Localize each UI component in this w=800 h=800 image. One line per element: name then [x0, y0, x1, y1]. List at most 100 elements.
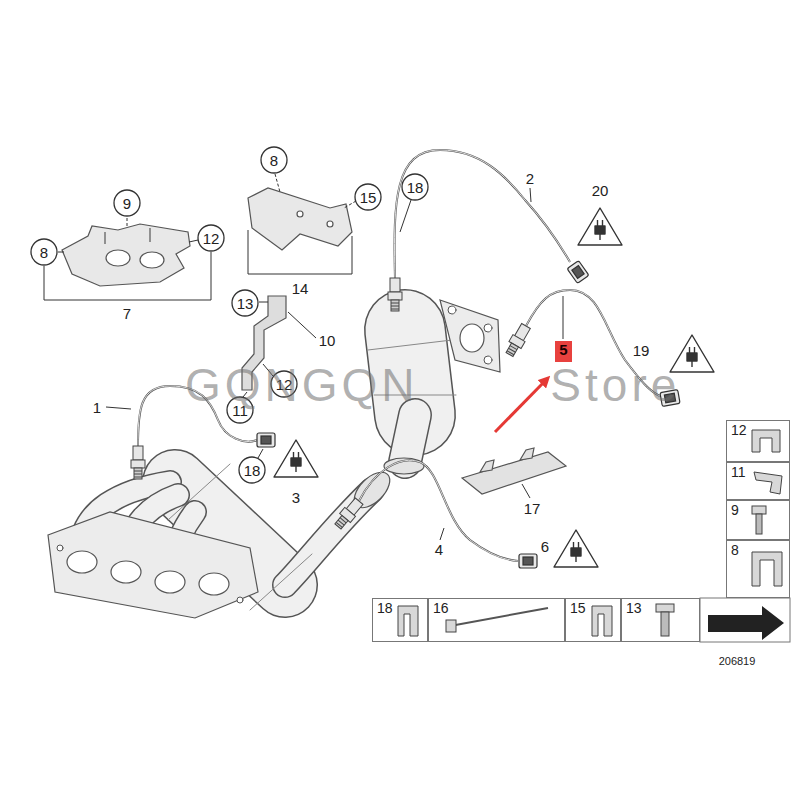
catalytic-converter	[405, 415, 415, 462]
leader-line	[44, 252, 211, 300]
catalytic-converter	[368, 340, 452, 350]
part-icon	[446, 620, 456, 632]
part-icon	[752, 430, 780, 452]
oxygen-sensor	[506, 343, 518, 357]
sensor-wire	[138, 150, 660, 561]
callout-number: 9	[123, 196, 131, 211]
part-cell: 16	[428, 598, 565, 642]
callout-number: 9	[731, 503, 785, 518]
plug-connector	[660, 390, 680, 407]
connector-warning-symbol	[575, 556, 576, 562]
part-icon	[661, 612, 669, 636]
part-icon	[450, 608, 548, 626]
connector-warning-symbol	[694, 347, 695, 353]
exhaust-manifold	[67, 551, 97, 573]
heat-shield	[327, 221, 333, 227]
oxygen-sensor	[503, 322, 532, 358]
callout-number: 11	[232, 403, 248, 418]
leader-line	[106, 407, 131, 409]
oxygen-sensor	[388, 278, 402, 311]
part-cell: 15	[565, 598, 621, 642]
diagram-number: 206819	[718, 656, 757, 667]
callout-number: 6	[540, 539, 550, 554]
exhaust-manifold	[48, 512, 258, 618]
leader-line	[400, 200, 411, 232]
oxygen-sensor	[390, 278, 400, 292]
connector-warning-symbol	[293, 452, 294, 458]
oxygen-sensor	[510, 346, 517, 350]
heat-shield	[106, 250, 130, 266]
part-cell: 11	[726, 462, 790, 500]
leader-line	[263, 364, 273, 376]
plug-connector	[257, 433, 275, 447]
exhaust-manifold	[111, 561, 141, 583]
connector-warning-symbol	[689, 347, 690, 353]
callout-number: 11	[731, 465, 785, 480]
bracket	[520, 448, 534, 460]
leader-line	[440, 528, 444, 540]
oxygen-sensor	[507, 351, 514, 355]
oxygen-sensor	[133, 446, 143, 460]
bracket	[462, 448, 566, 494]
oxygen-sensor	[336, 522, 342, 527]
callout-number: 8	[40, 245, 48, 260]
sensor-wire	[359, 460, 518, 561]
plug-connector	[567, 261, 589, 284]
callout-circle	[227, 397, 253, 423]
oxygen-sensor	[134, 477, 142, 478]
leader-line	[189, 240, 198, 242]
leader-line	[106, 188, 563, 540]
oxygen-sensor	[131, 460, 145, 468]
part-cell: 18	[372, 598, 428, 642]
callout-circle	[31, 239, 57, 265]
connector-warning-symbol	[670, 335, 714, 372]
oxygen-sensor	[391, 306, 399, 307]
callout-circle	[31, 147, 428, 483]
plug-connector	[257, 433, 275, 447]
plug-connector	[664, 393, 675, 403]
oxygen-sensor	[131, 278, 532, 531]
leader-line	[58, 252, 64, 253]
connector-warning-symbol	[578, 208, 622, 245]
plug-connector	[660, 390, 680, 407]
leader-line	[258, 449, 263, 458]
callout-number: 15	[360, 190, 377, 205]
part-icon	[752, 506, 766, 514]
heat-shield	[62, 224, 190, 286]
oxygen-sensor	[509, 348, 516, 352]
leader-line	[243, 392, 247, 397]
exhaust-manifold	[285, 490, 372, 585]
catalytic-converter	[368, 300, 500, 474]
connector-warning-symbol	[295, 466, 296, 472]
sensor-wire	[395, 150, 570, 278]
catalytic-converter	[440, 300, 500, 372]
pointer-arrow	[495, 380, 546, 432]
callout-number: 7	[122, 306, 132, 321]
callout-number: 10	[318, 333, 337, 348]
callout-number: 20	[591, 183, 610, 198]
callout-number: 18	[407, 180, 424, 195]
connector-warning-symbol	[599, 234, 600, 240]
callout-number: 2	[525, 171, 535, 186]
callout-circle	[198, 225, 224, 251]
oxygen-sensor	[391, 309, 399, 310]
connector-warning-symbol	[298, 452, 299, 458]
connector-warning-symbol	[274, 440, 318, 477]
plug-connector	[567, 261, 589, 284]
catalytic-converter	[448, 306, 456, 314]
connector-warning-symbol	[670, 335, 714, 372]
plug-connector	[572, 266, 584, 279]
leader-line	[127, 218, 128, 228]
oxygen-sensor	[391, 300, 399, 311]
callout-number: 13	[626, 601, 695, 616]
plug-connector	[261, 436, 271, 444]
callout-number: 17	[523, 501, 542, 516]
sensor-wire	[138, 150, 660, 561]
callout-number: 12	[276, 377, 293, 392]
leader-line	[530, 188, 531, 202]
part-cell: 8	[726, 540, 790, 598]
